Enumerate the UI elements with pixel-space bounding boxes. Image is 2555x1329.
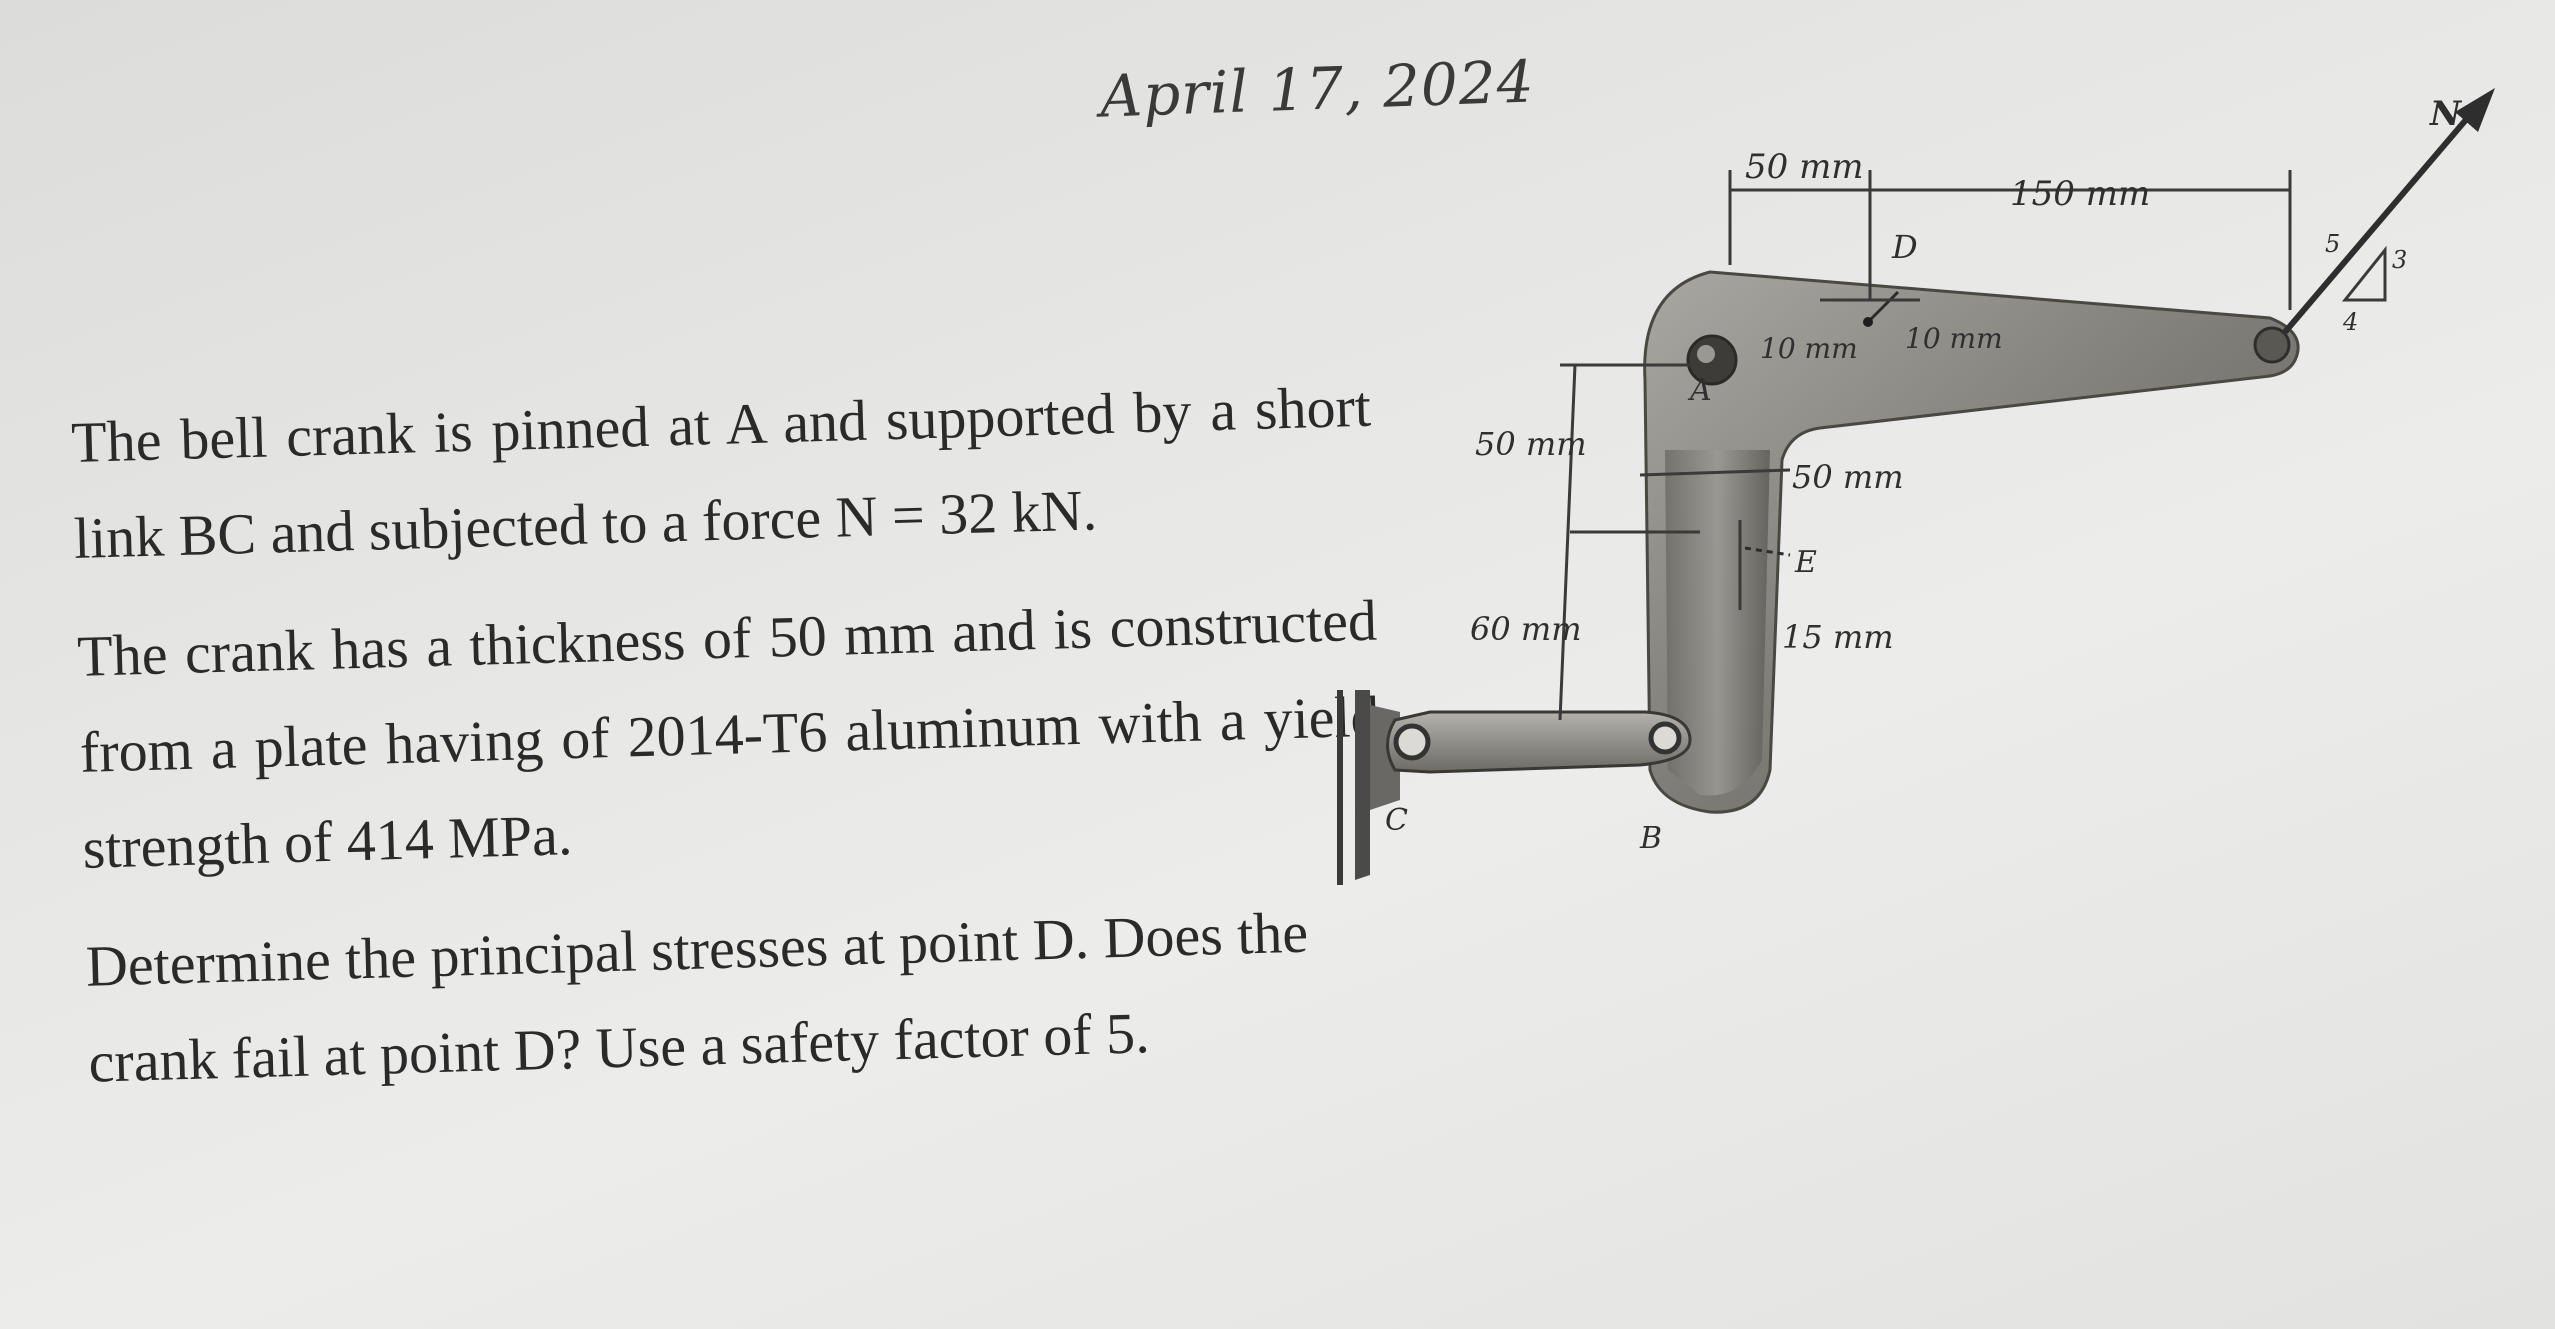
crank-body <box>1643 270 2300 814</box>
wall-support <box>1355 690 1370 880</box>
dim-right-middle: 50 mm <box>1792 458 1904 496</box>
slope-4: 4 <box>2342 308 2358 336</box>
dim-top-left: 50 mm <box>1745 147 1864 187</box>
dim-right-lower: 15 mm <box>1782 618 1894 656</box>
dim-left-upper: 50 mm <box>1475 425 1587 463</box>
label-e: E <box>1794 545 1817 580</box>
crank-leg-shade <box>1665 450 1770 796</box>
dim-d-left: 10 mm <box>1760 332 1858 365</box>
force-arrow-line <box>2282 113 2473 334</box>
force-label: N <box>2429 94 2463 134</box>
dim-left-lower: 60 mm <box>1470 610 1582 648</box>
dim-d-right: 10 mm <box>1905 322 2003 355</box>
label-c: C <box>1385 803 1408 838</box>
end-pin <box>2253 326 2291 364</box>
label-b: B <box>1639 821 1662 856</box>
label-d: D <box>1891 228 1918 266</box>
pin-b <box>1648 721 1682 755</box>
label-a: A <box>1687 373 1712 408</box>
slope-3: 3 <box>2392 246 2407 274</box>
point-d-marker <box>1863 317 1873 327</box>
dim-top-right: 150 mm <box>2010 174 2150 214</box>
pin-c <box>1393 723 1431 761</box>
force-arrowhead <box>2455 88 2495 132</box>
slope-triangle <box>2341 245 2387 302</box>
link-bc <box>1386 710 1692 774</box>
slope-5: 5 <box>2325 230 2340 258</box>
